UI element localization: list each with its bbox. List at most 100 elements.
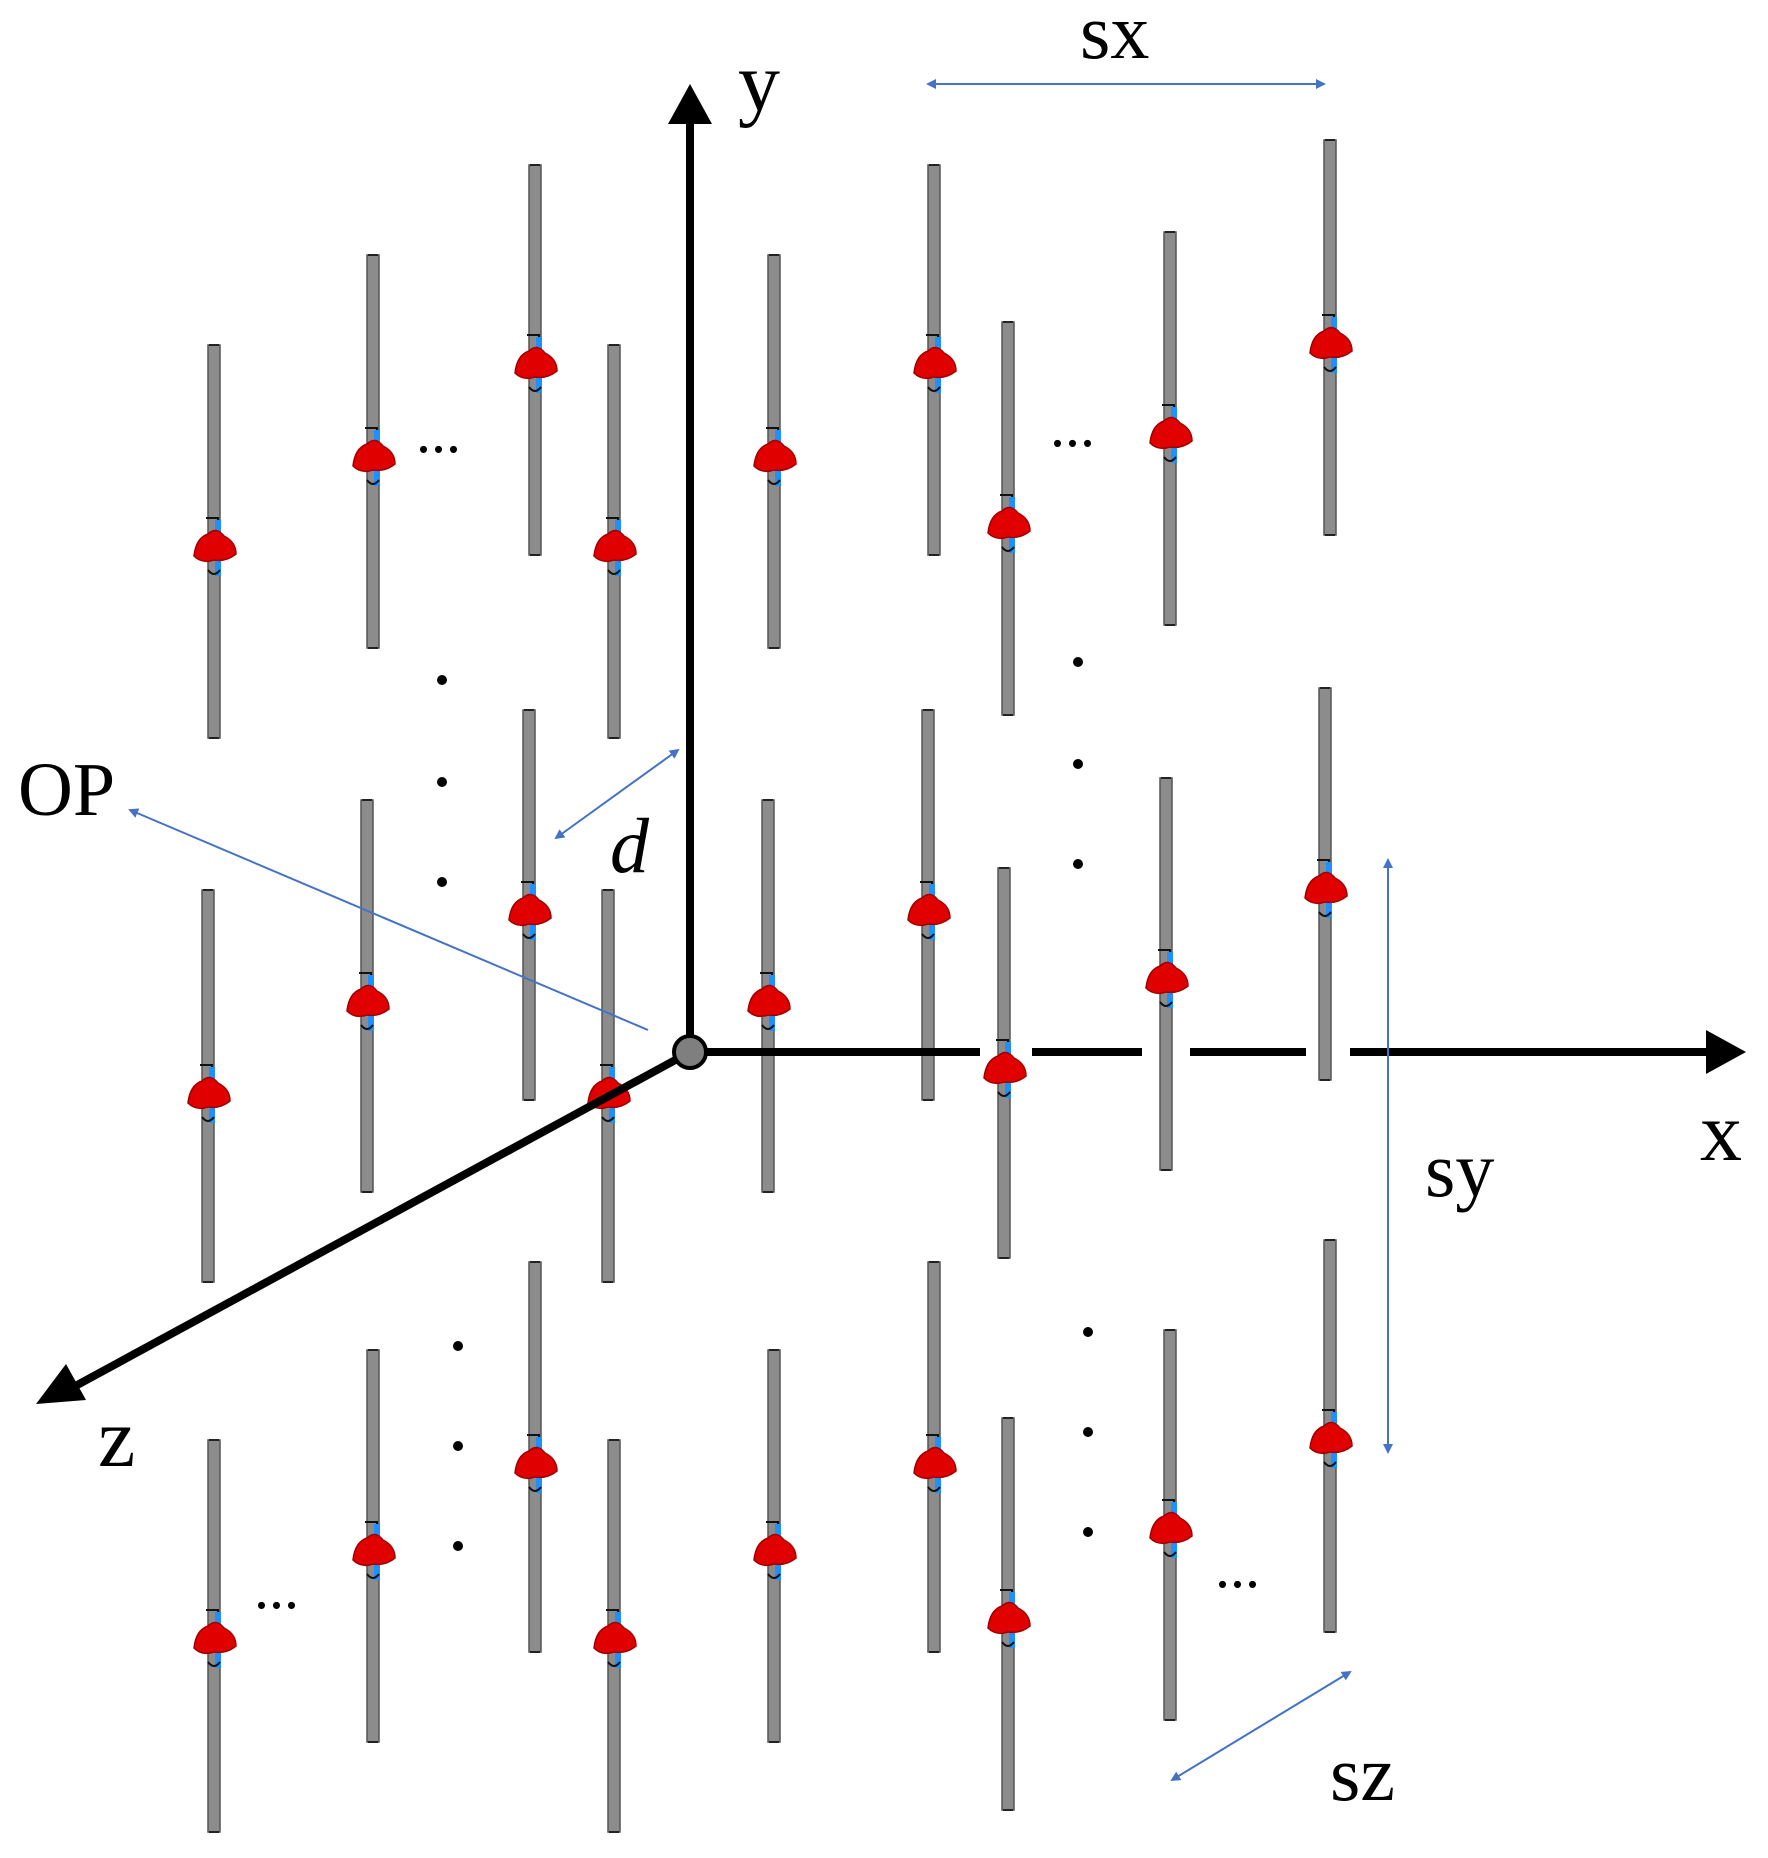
red-feed-blob: [1309, 1421, 1353, 1455]
sz-label: sz: [1330, 1730, 1395, 1817]
ellipsis-bottom-right: ...: [1215, 1534, 1260, 1600]
feed-loop: [1318, 911, 1332, 917]
continuation-dot: [1083, 1327, 1093, 1337]
ellipsis-top-right: ...: [1050, 393, 1095, 459]
red-feed-blob: [753, 1533, 797, 1567]
continuation-dot: [453, 1541, 463, 1551]
rod-element: [913, 164, 957, 556]
sz-arrow: [1170, 1670, 1352, 1782]
dimension-arrows: [128, 79, 1393, 1782]
red-feed-blob: [187, 1076, 231, 1110]
continuation-dot: [437, 675, 447, 685]
red-feed-blob: [346, 984, 390, 1018]
red-feed-blob: [1149, 1511, 1193, 1545]
rod-element: [193, 344, 237, 739]
feed-loop: [207, 1661, 221, 1667]
axis-x-label: x: [1700, 1086, 1742, 1179]
ellipsis-bottom-left: ...: [254, 1555, 299, 1621]
d-label: d: [610, 802, 650, 889]
red-feed-blob: [913, 1446, 957, 1480]
red-feed-blob: [514, 346, 558, 380]
red-feed-blob: [352, 1533, 396, 1567]
feed-loop: [767, 1573, 781, 1579]
op-label: OP: [18, 748, 115, 832]
red-feed-blob: [987, 1601, 1031, 1635]
rod-element: [747, 799, 791, 1193]
sy-label: sy: [1425, 1126, 1494, 1213]
rod-element: [514, 164, 558, 556]
feed-loop: [927, 1486, 941, 1492]
continuation-dots: [437, 657, 1093, 1551]
x-axis-arrowhead: [1706, 1030, 1746, 1074]
labels: x y z sx sy sz d OP ... ... ... ...: [18, 0, 1742, 1817]
feed-loop: [1001, 1641, 1015, 1647]
rod-element: [593, 344, 637, 739]
feed-loop: [366, 1573, 380, 1579]
continuation-dot: [437, 777, 447, 787]
rod-element: [753, 254, 797, 649]
rod-element: [753, 1349, 797, 1743]
red-feed-blob: [508, 893, 552, 927]
continuation-dot: [1083, 1427, 1093, 1437]
feed-loop: [761, 1024, 775, 1030]
feed-loop: [767, 479, 781, 485]
continuation-dot: [453, 1341, 463, 1351]
feed-loop: [207, 569, 221, 575]
continuation-dot: [453, 1441, 463, 1451]
continuation-dot: [437, 877, 447, 887]
rod-element: [193, 1439, 237, 1833]
feed-loop: [997, 1091, 1011, 1097]
d-arrow: [554, 748, 680, 840]
red-feed-blob: [193, 1621, 237, 1655]
feed-loop: [1001, 546, 1015, 552]
rod-element: [514, 1261, 558, 1653]
rod-element: [508, 709, 552, 1101]
y-axis-arrowhead: [668, 84, 712, 124]
continuation-dot: [1073, 759, 1083, 769]
rod-element: [1149, 231, 1193, 626]
rod-elements: [187, 139, 1353, 1833]
feed-loop: [360, 1024, 374, 1030]
rod-element: [1145, 777, 1189, 1171]
red-feed-blob: [352, 439, 396, 473]
red-feed-blob: [593, 1621, 637, 1655]
axis-y-label: y: [738, 36, 780, 129]
rod-element: [1149, 1329, 1193, 1721]
continuation-dot: [1073, 859, 1083, 869]
feed-loop: [528, 386, 542, 392]
red-feed-blob: [907, 893, 951, 927]
red-feed-blob: [514, 1446, 558, 1480]
feed-loop: [607, 569, 621, 575]
rod-element: [1309, 139, 1353, 536]
continuation-dot: [1083, 1527, 1093, 1537]
rod-element: [987, 321, 1031, 716]
rod-element: [352, 1349, 396, 1743]
red-feed-blob: [747, 984, 791, 1018]
red-feed-blob: [1304, 871, 1348, 905]
ellipsis-top-left: ...: [416, 399, 461, 465]
red-feed-blob: [983, 1051, 1027, 1085]
red-feed-blob: [1145, 961, 1189, 995]
rod-element: [1309, 1239, 1353, 1633]
rod-element: [1304, 687, 1348, 1081]
coordinate-axes: [36, 84, 1746, 1404]
feed-loop: [1163, 456, 1177, 462]
rod-element: [352, 254, 396, 649]
rod-element: [907, 709, 951, 1101]
red-feed-blob: [753, 439, 797, 473]
red-feed-blob: [1309, 326, 1353, 360]
feed-loop: [366, 479, 380, 485]
sx-label: sx: [1080, 0, 1149, 75]
rod-element: [987, 1417, 1031, 1811]
rod-element: [913, 1261, 957, 1653]
continuation-dot: [1073, 657, 1083, 667]
feed-loop: [201, 1116, 215, 1122]
feed-loop: [921, 933, 935, 939]
feed-loop: [1159, 1001, 1173, 1007]
red-feed-blob: [987, 506, 1031, 540]
op-arrow: [128, 808, 649, 1031]
feed-loop: [927, 386, 941, 392]
feed-loop: [528, 1486, 542, 1492]
